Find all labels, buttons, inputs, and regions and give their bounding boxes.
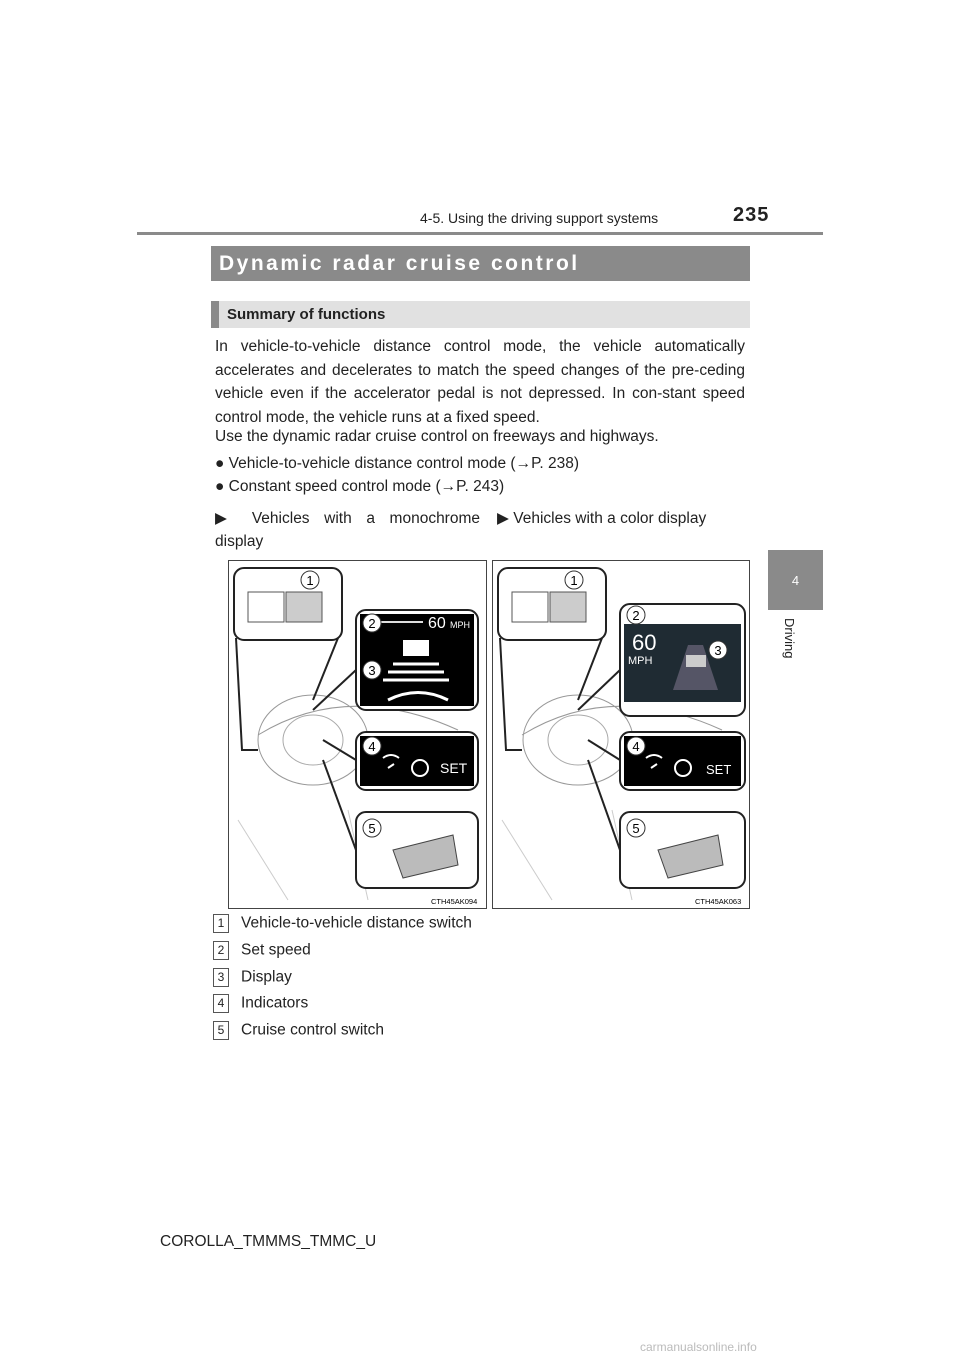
marker-5: 5 [632,821,639,836]
page-number: 235 [733,204,770,226]
marker-2: 2 [368,616,375,631]
callout-text: Vehicle-to-vehicle distance switch [241,914,472,932]
watermark: carmanualsonline.info [640,1340,757,1354]
set-indicator: SET [706,762,731,777]
figure-code-left: CTH45AK094 [431,897,477,906]
callout-item: 5 Cruise control switch [213,1021,384,1040]
mode-label: Vehicle-to-vehicle distance control mode… [228,455,580,472]
mode-item-distance: ● Vehicle-to-vehicle distance control mo… [215,455,579,473]
callout-number: 3 [213,968,229,987]
speed-unit: MPH [628,655,653,667]
speed-readout: 60 [428,615,446,632]
intro-paragraph: In vehicle-to-vehicle distance control m… [215,338,745,426]
callout-item: 1 Vehicle-to-vehicle distance switch [213,914,472,933]
triangle-right-icon: ▶ [497,510,514,527]
header-rule [137,232,823,235]
speed-readout: 60 [632,630,656,655]
marker-4: 4 [368,739,375,754]
chapter-tab: 4 [768,550,823,610]
variant-monochrome: ▶ Vehicles with a monochrome display [215,507,480,553]
bullet-icon: ● [215,478,229,495]
mode-label: Constant speed control mode (→P. 243) [228,478,505,495]
sub-heading: Summary of functions [211,301,750,328]
illustration: 1 60 MPH 2 3 4 SET 5 CTH45AK094 [228,560,750,909]
callout-text: Display [241,968,292,986]
document-footer: COROLLA_TMMMS_TMMC_U [160,1233,377,1250]
speed-unit: MPH [450,620,470,630]
variant-color: ▶ Vehicles with a color display [497,507,706,530]
callout-number: 1 [213,914,229,933]
main-heading: Dynamic radar cruise control [211,246,750,281]
marker-1: 1 [570,573,577,588]
section-title: 4-5. Using the driving support systems [420,210,659,226]
right-panel: 1 60 MPH 2 3 4 SET 5 CTH45AK063 [497,567,746,906]
variant-label: Vehicles with a monochrome display [215,510,481,550]
callout-text: Set speed [241,941,311,959]
callout-text: Indicators [241,994,309,1012]
triangle-right-icon: ▶ [215,510,252,527]
callout-text: Cruise control switch [241,1021,384,1039]
set-indicator: SET [440,760,468,776]
marker-2: 2 [632,608,639,623]
marker-3: 3 [714,643,721,658]
marker-5: 5 [368,821,375,836]
callout-item: 4 Indicators [213,994,308,1013]
callout-number: 2 [213,941,229,960]
marker-3: 3 [368,663,375,678]
marker-4: 4 [632,739,639,754]
callout-number: 4 [213,994,229,1013]
callout-number: 5 [213,1021,229,1040]
mode-item-constant: ● Constant speed control mode (→P. 243) [215,478,504,496]
figure-code-right: CTH45AK063 [695,897,741,906]
left-panel: 1 60 MPH 2 3 4 SET 5 CTH45AK094 [233,567,479,906]
chapter-label: Driving [782,618,797,659]
variant-label: Vehicles with a color display [513,510,707,527]
callout-item: 2 Set speed [213,941,311,960]
marker-1: 1 [306,573,313,588]
usage-paragraph: Use the dynamic radar cruise control on … [215,428,659,445]
bullet-icon: ● [215,455,229,472]
callout-item: 3 Display [213,968,292,987]
